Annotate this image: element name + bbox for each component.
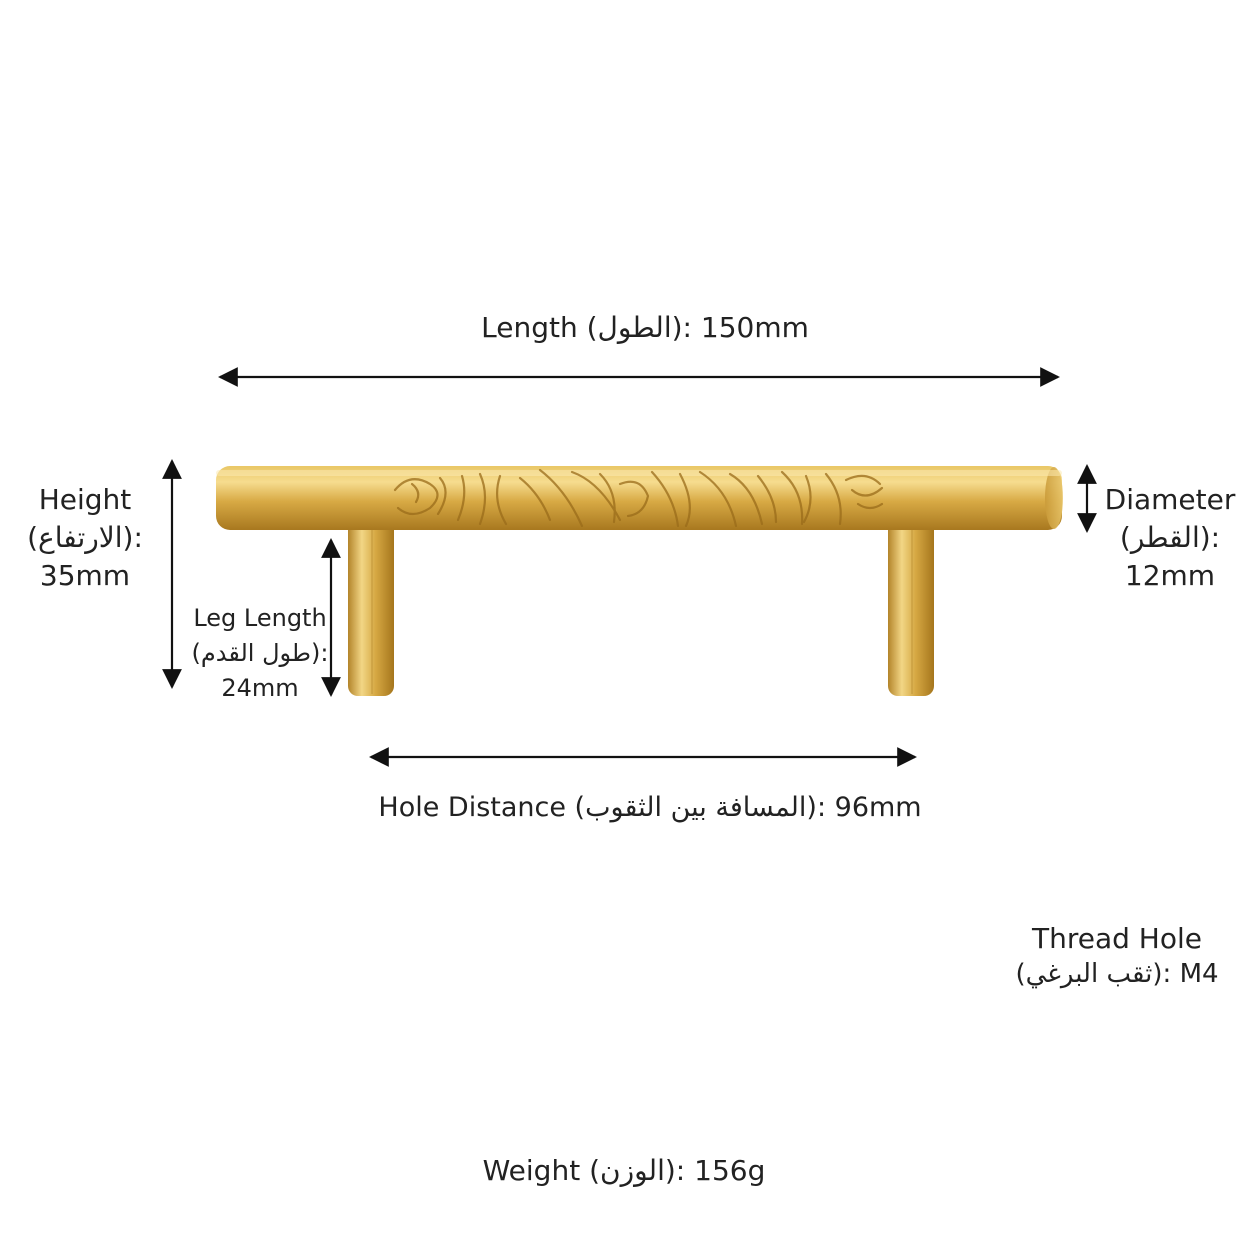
length-label: Length (الطول): 150mm [481, 311, 809, 344]
diameter-label-arabic: (القطر): [1119, 521, 1221, 554]
weight-label: Weight (الوزن): 156g [482, 1154, 766, 1187]
handle-bar [216, 466, 1063, 530]
leg-length-label-value: 24mm [221, 674, 299, 702]
handle-leg-right [888, 508, 934, 696]
height-label-title: Height [38, 483, 132, 516]
leg-length-label-arabic: (طول القدم): [191, 639, 329, 667]
height-label-arabic: (الارتفاع): [27, 521, 143, 554]
thread-hole-label-value: (ثقب البرغي): M4 [1015, 959, 1219, 989]
hole-distance-label: Hole Distance (المسافة بين الثقوب): 96mm [378, 792, 922, 823]
engraved-pattern [393, 468, 884, 528]
diameter-label-title: Diameter [1104, 483, 1236, 516]
leg-length-label-title: Leg Length [193, 604, 327, 632]
height-label: Height (الارتفاع): 35mm [27, 486, 143, 590]
diameter-label-value: 12mm [1124, 559, 1216, 592]
diameter-label: Diameter (القطر): 12mm [1105, 486, 1236, 590]
leg-length-label: Leg Length (طول القدم): 24mm [192, 606, 329, 700]
handle-leg-left [348, 508, 394, 696]
thread-hole-label-title: Thread Hole [1031, 922, 1202, 955]
height-label-value: 35mm [39, 559, 131, 592]
thread-hole-label: Thread Hole (ثقب البرغي): M4 [1015, 922, 1219, 989]
